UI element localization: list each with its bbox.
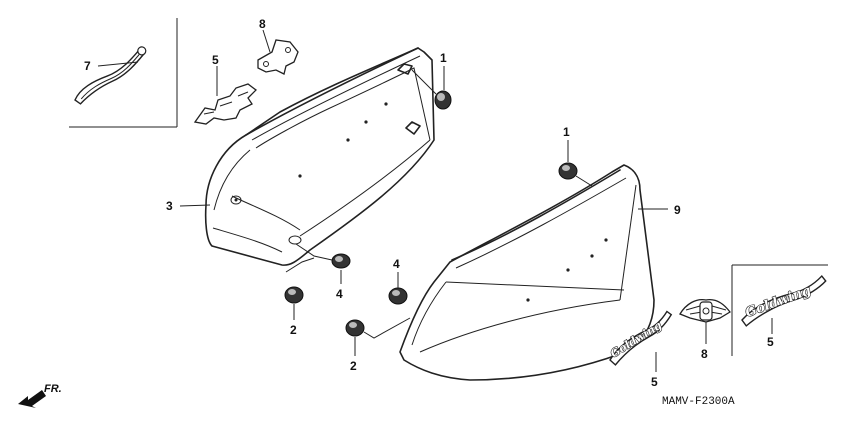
leader-3 bbox=[179, 204, 211, 207]
leader-8a bbox=[262, 29, 271, 53]
callout-5a: 5 bbox=[212, 53, 219, 67]
callout-2b: 2 bbox=[350, 359, 357, 373]
callout-9: 9 bbox=[674, 203, 681, 217]
front-direction-arrow: FR. bbox=[18, 383, 62, 408]
side-cover-right-9 bbox=[399, 164, 655, 381]
emblem-wing-6 bbox=[74, 46, 147, 105]
callout-1b: 1 bbox=[563, 125, 570, 139]
callout-3: 3 bbox=[166, 199, 173, 213]
callout-8b: 8 bbox=[701, 347, 708, 361]
grommet-4b bbox=[388, 287, 408, 305]
grommet-1b bbox=[558, 162, 578, 180]
grommet-2a bbox=[284, 286, 304, 304]
callout-2a: 2 bbox=[290, 323, 297, 337]
front-direction-label: FR. bbox=[44, 383, 62, 395]
grommet-1a bbox=[434, 90, 452, 110]
emblem-wing-5b: Goldwing bbox=[607, 310, 673, 366]
leader-6 bbox=[97, 61, 139, 67]
callout-6: 7 bbox=[84, 59, 91, 73]
emblem-inner-5 bbox=[193, 83, 257, 125]
side-cover-left-3 bbox=[204, 47, 435, 266]
callout-1a: 1 bbox=[440, 51, 447, 65]
callout-4a: 4 bbox=[336, 287, 343, 301]
inset-frame-left bbox=[69, 18, 178, 128]
leader-2a-link bbox=[285, 257, 315, 273]
emblem-wing-7: Goldwing bbox=[741, 274, 827, 327]
callout-7: 5 bbox=[767, 335, 774, 349]
leader-1a-tick bbox=[411, 69, 437, 95]
leader-1b-tick bbox=[575, 175, 593, 187]
leader-4a-link bbox=[295, 243, 333, 261]
callout-8a: 8 bbox=[259, 17, 266, 31]
drawing-code: MAMV-F2300A bbox=[662, 396, 735, 408]
leader-2b-link bbox=[363, 317, 411, 339]
emblem-text-7: Goldwing bbox=[744, 283, 813, 321]
bracket-8 bbox=[257, 39, 299, 75]
callout-5b: 5 bbox=[651, 375, 658, 389]
grommet-4a bbox=[331, 253, 351, 269]
emblem-badge-8b bbox=[679, 298, 731, 323]
callout-4b: 4 bbox=[393, 257, 400, 271]
inset-frame-right bbox=[731, 264, 828, 356]
grommet-2b bbox=[345, 319, 365, 337]
